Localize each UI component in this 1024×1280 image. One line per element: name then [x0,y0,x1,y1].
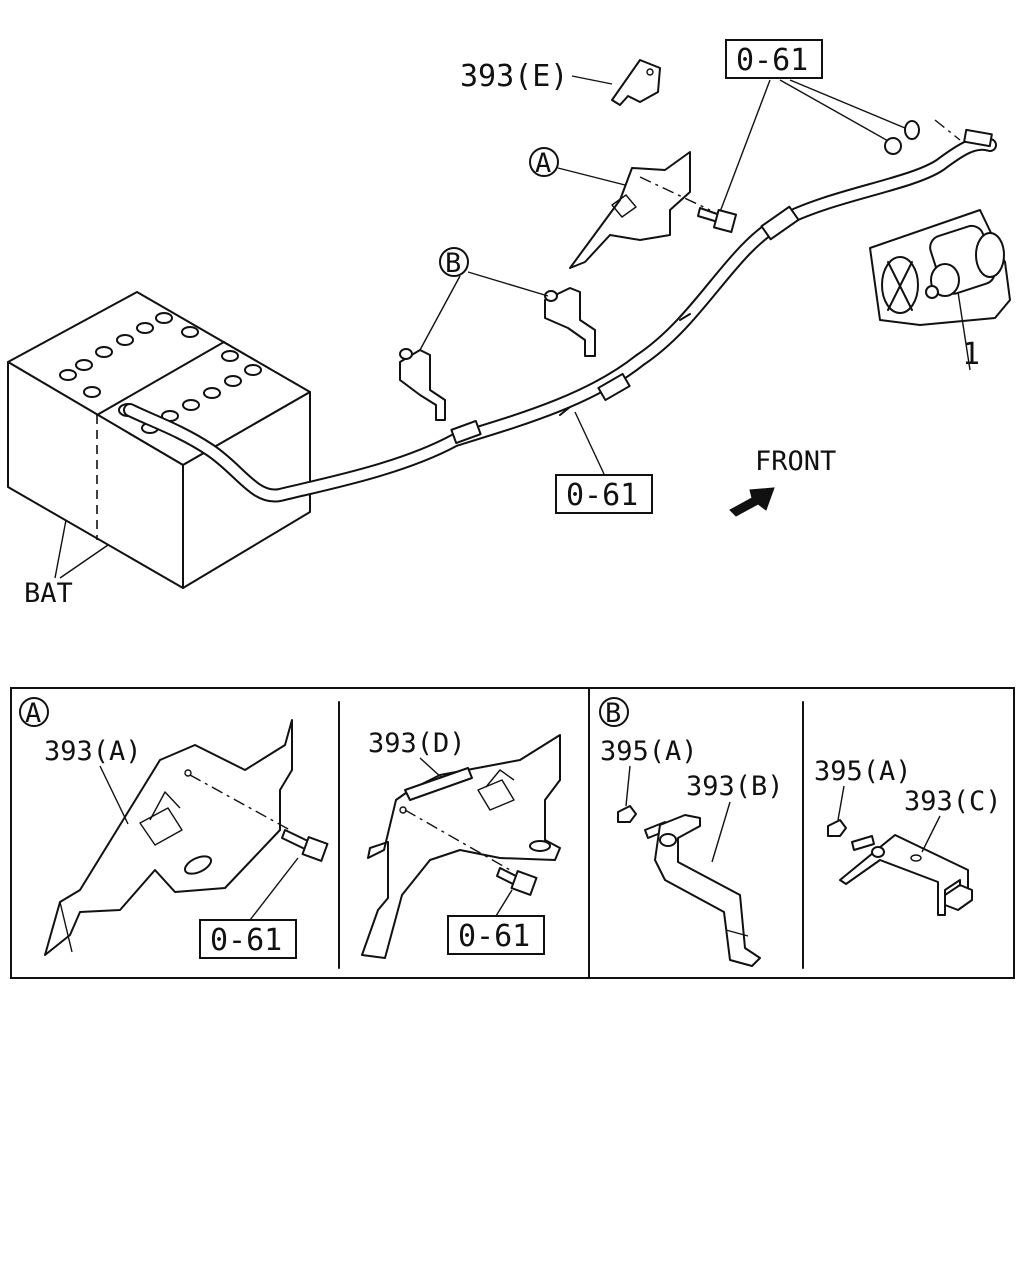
front-arrow-icon [729,487,775,517]
bracket-393b [617,805,761,967]
bracket-393e [571,59,661,106]
bracket-393d-label: 393(D) [368,728,466,759]
detail-a-left-ref-box [199,919,297,959]
main-overview: BAT 393(E) 0-61 [7,39,1011,609]
bolt-ref-top-box [725,39,823,79]
bolt-ref-top-label: 0-61 [736,43,808,78]
battery-label: BAT [24,578,73,609]
bracket-393c-label: 393(C) [904,786,1002,817]
starter-number-label: 1 [962,337,980,372]
callout-b-circle [439,247,469,277]
callout-a-label: A [535,148,551,179]
detail-a: A 393(A) 0-61 [19,697,561,959]
bolt-ref-middle-box [555,474,653,514]
starter-motor [869,209,1011,371]
detail-a-marker: A [25,698,41,729]
detail-b-left-nut-label: 395(A) [600,736,698,767]
battery-cable [123,128,997,503]
bracket-b-main [399,287,596,421]
detail-b-marker-circle [599,697,629,727]
detail-a-left-ref: 0-61 [210,923,282,958]
detail-a-marker-circle [19,697,49,727]
detail-b-right-nut-label: 395(A) [814,756,912,787]
front-label: FRONT [755,446,836,477]
detail-b-marker: B [605,698,621,729]
bolt-ref-middle-label: 0-61 [566,478,638,513]
detail-a-right-ref: 0-61 [458,919,530,954]
bracket-393b-label: 393(B) [686,771,784,802]
bracket-393c [827,819,973,916]
detail-b: B 395(A) 393(B) 395(A) 393(C) [599,697,1002,967]
bracket-a-main [569,151,738,269]
bracket-393d [361,734,561,959]
callout-a-circle [529,147,559,177]
bracket-393e-label: 393(E) [460,59,568,94]
battery-caps [59,312,262,434]
battery-assembly [7,291,311,589]
callout-b-label: B [445,248,461,279]
bracket-393a [44,719,329,956]
bracket-393a-label: 393(A) [44,736,142,767]
